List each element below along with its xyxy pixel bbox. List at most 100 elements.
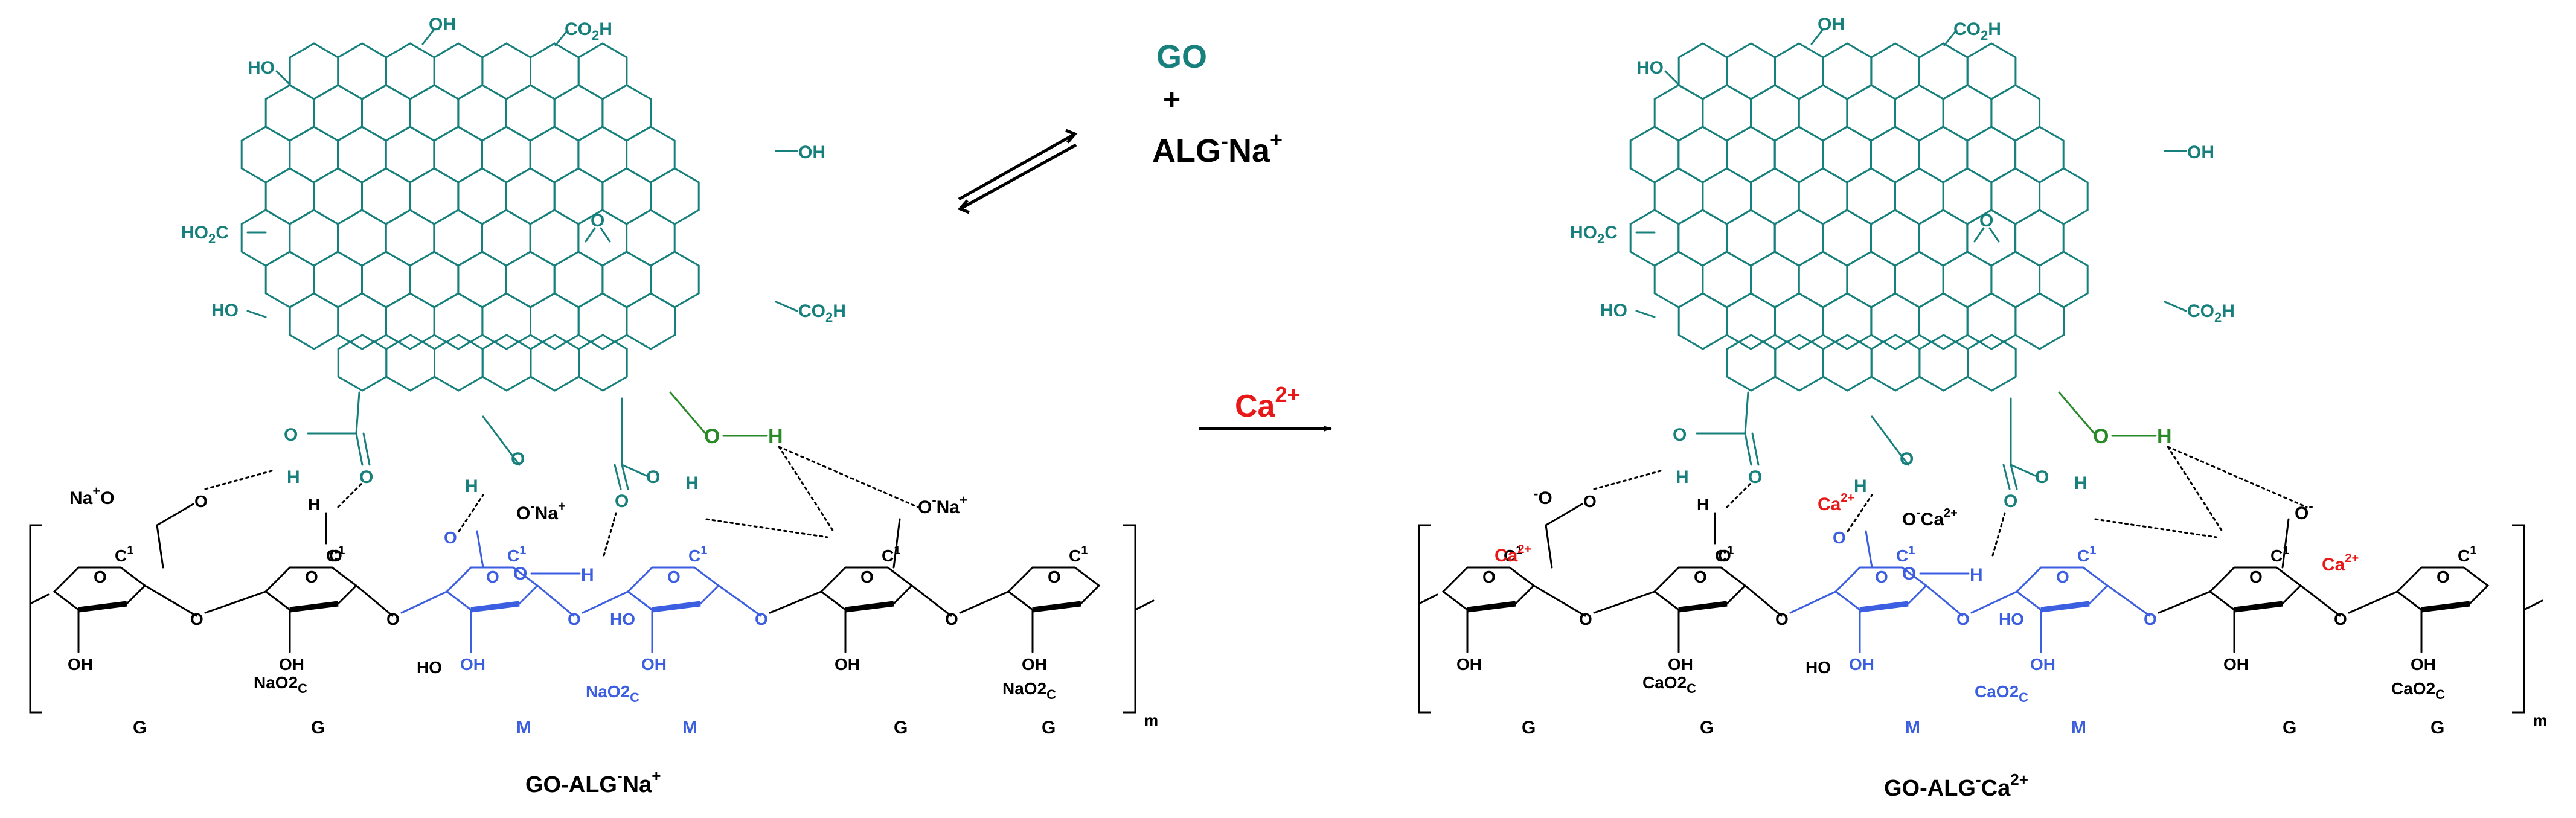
carboxyl-bond	[355, 391, 360, 435]
carboxyl-bond	[1865, 530, 1873, 569]
left-complex-base: GO-ALG	[525, 772, 617, 797]
hexagon-ring	[1822, 42, 1873, 100]
glycosidic-bond	[2158, 590, 2211, 614]
carboxyl-bond	[355, 432, 364, 466]
hexagon-ring	[1629, 126, 1680, 184]
hexagon-ring	[1822, 292, 1873, 350]
hexagon-ring	[1653, 167, 1704, 225]
hydroxyl-oxygen-label: O	[329, 546, 342, 565]
residue-letter-label: M	[1905, 718, 1920, 738]
carboxylate-label: NaO2C	[254, 673, 307, 696]
hexagon-ring	[337, 42, 387, 100]
residue-letter-label: G	[311, 718, 325, 738]
hydrogen-label: H	[2157, 425, 2172, 448]
hexagon-ring	[481, 126, 531, 184]
hexagon-ring	[1726, 42, 1776, 100]
ring-oxygen-label: O	[1875, 567, 1888, 586]
hydroxyl-label: OH	[460, 655, 485, 674]
hexagon-ring	[1822, 126, 1872, 184]
glycosidic-oxygen-label: O	[1775, 610, 1789, 628]
alg-anion-sign: -	[1221, 129, 1228, 153]
residue-letter-label: M	[682, 718, 697, 738]
equilibrium-group: GO + ALG-Na+	[957, 39, 1283, 214]
hexagon-ring	[601, 167, 652, 225]
hexagon-ring	[361, 84, 411, 142]
hydrogen-label: H	[1854, 476, 1867, 496]
hydrogen-bond	[337, 482, 364, 508]
hexagon-ring	[1750, 84, 1800, 142]
hydrogen-bond	[2167, 446, 2308, 508]
hexagon-ring	[264, 84, 315, 142]
hexagon-ring	[1894, 167, 1944, 225]
hexagon-ring	[626, 209, 676, 267]
carboxyl-label: CO2H	[798, 301, 846, 325]
hydrogen-bond	[458, 494, 484, 532]
glycosidic-oxygen-label: O	[386, 610, 400, 628]
hexagon-ring	[1870, 292, 1920, 350]
anomeric-carbon-label: C1	[688, 544, 707, 565]
glycosidic-oxygen-label: O	[1956, 610, 1970, 628]
bond-line	[421, 29, 435, 45]
carbonyl-oxygen-label: O	[1833, 528, 1846, 547]
right-complex-cation: Ca	[1981, 776, 2011, 801]
hydrogen-bond	[705, 518, 828, 538]
repeat-brackets	[29, 524, 1136, 714]
carboxyl-bond	[621, 464, 650, 478]
hexagon-ring	[289, 292, 339, 350]
residue-letter-label: M	[2071, 718, 2086, 738]
hexagon-ring	[337, 292, 387, 350]
hexagon-ring	[1726, 126, 1776, 184]
hexagon-ring	[1990, 167, 2041, 225]
hydroxyl-label: OH	[641, 655, 667, 674]
hexagon-ring	[601, 84, 652, 142]
sodium-ion-label: O-Na+	[516, 499, 566, 523]
hydroxyl-label: OH	[1456, 655, 1482, 674]
residue-letter-label: M	[516, 718, 531, 738]
hexagon-ring	[1870, 126, 1920, 184]
anomeric-carbon-label: C1	[2077, 544, 2096, 565]
right-complex-anion: -	[1976, 770, 1981, 788]
hexagon-ring	[1702, 251, 1752, 308]
glycosidic-bond	[400, 590, 448, 614]
calcium-symbol: Ca	[1235, 389, 1276, 424]
glycosidic-bond	[582, 590, 629, 614]
hexagon-ring	[577, 292, 628, 350]
hexagon-ring	[1726, 209, 1776, 267]
hexagon-ring	[1918, 126, 1969, 184]
hexagon-ring	[433, 42, 484, 100]
na-cation-sign: +	[1270, 127, 1283, 152]
hexagon-ring	[1942, 251, 1993, 308]
hexagon-ring	[1870, 334, 1921, 392]
hydrogen-label: H	[465, 476, 478, 496]
oxygen-label: O	[359, 467, 373, 487]
carboxyl-bond	[1751, 432, 1760, 466]
bond-line	[585, 227, 596, 243]
anomeric-carbon-label: C1	[2270, 544, 2289, 565]
glycosidic-bond	[1970, 590, 2018, 614]
hexagon-ring	[1750, 251, 1800, 308]
oxygen-label: O	[646, 467, 660, 487]
hexagon-ring	[433, 292, 484, 350]
anomeric-carbon-label: C1	[1069, 544, 1088, 565]
ring-oxygen-label: O	[860, 567, 874, 586]
hydroxyl-label: OH	[835, 655, 860, 674]
hydrogen-label: H	[308, 495, 320, 514]
hydroxyl-label: HO	[248, 58, 275, 78]
ring-oxygen-label: O	[2056, 567, 2069, 586]
hydroxyl-label: OH	[429, 14, 456, 34]
ring-oxygen-label: O	[305, 567, 318, 586]
hexagon-ring	[1846, 167, 1896, 225]
carboxyl-label: CO2H	[1953, 19, 2001, 43]
carboxyl-bond	[476, 530, 484, 569]
carboxyl-bond	[1744, 391, 1749, 435]
hydroxyl-oxygen-label: O	[1902, 564, 1916, 584]
hexagon-ring	[650, 167, 700, 225]
carboxyl-label: HO2C	[181, 223, 229, 246]
hexagon-ring	[1774, 42, 1824, 100]
hydroxyl-label: OH	[2187, 142, 2214, 162]
carboxyl-bond	[1744, 432, 1752, 466]
glycosidic-bond	[959, 590, 1010, 614]
